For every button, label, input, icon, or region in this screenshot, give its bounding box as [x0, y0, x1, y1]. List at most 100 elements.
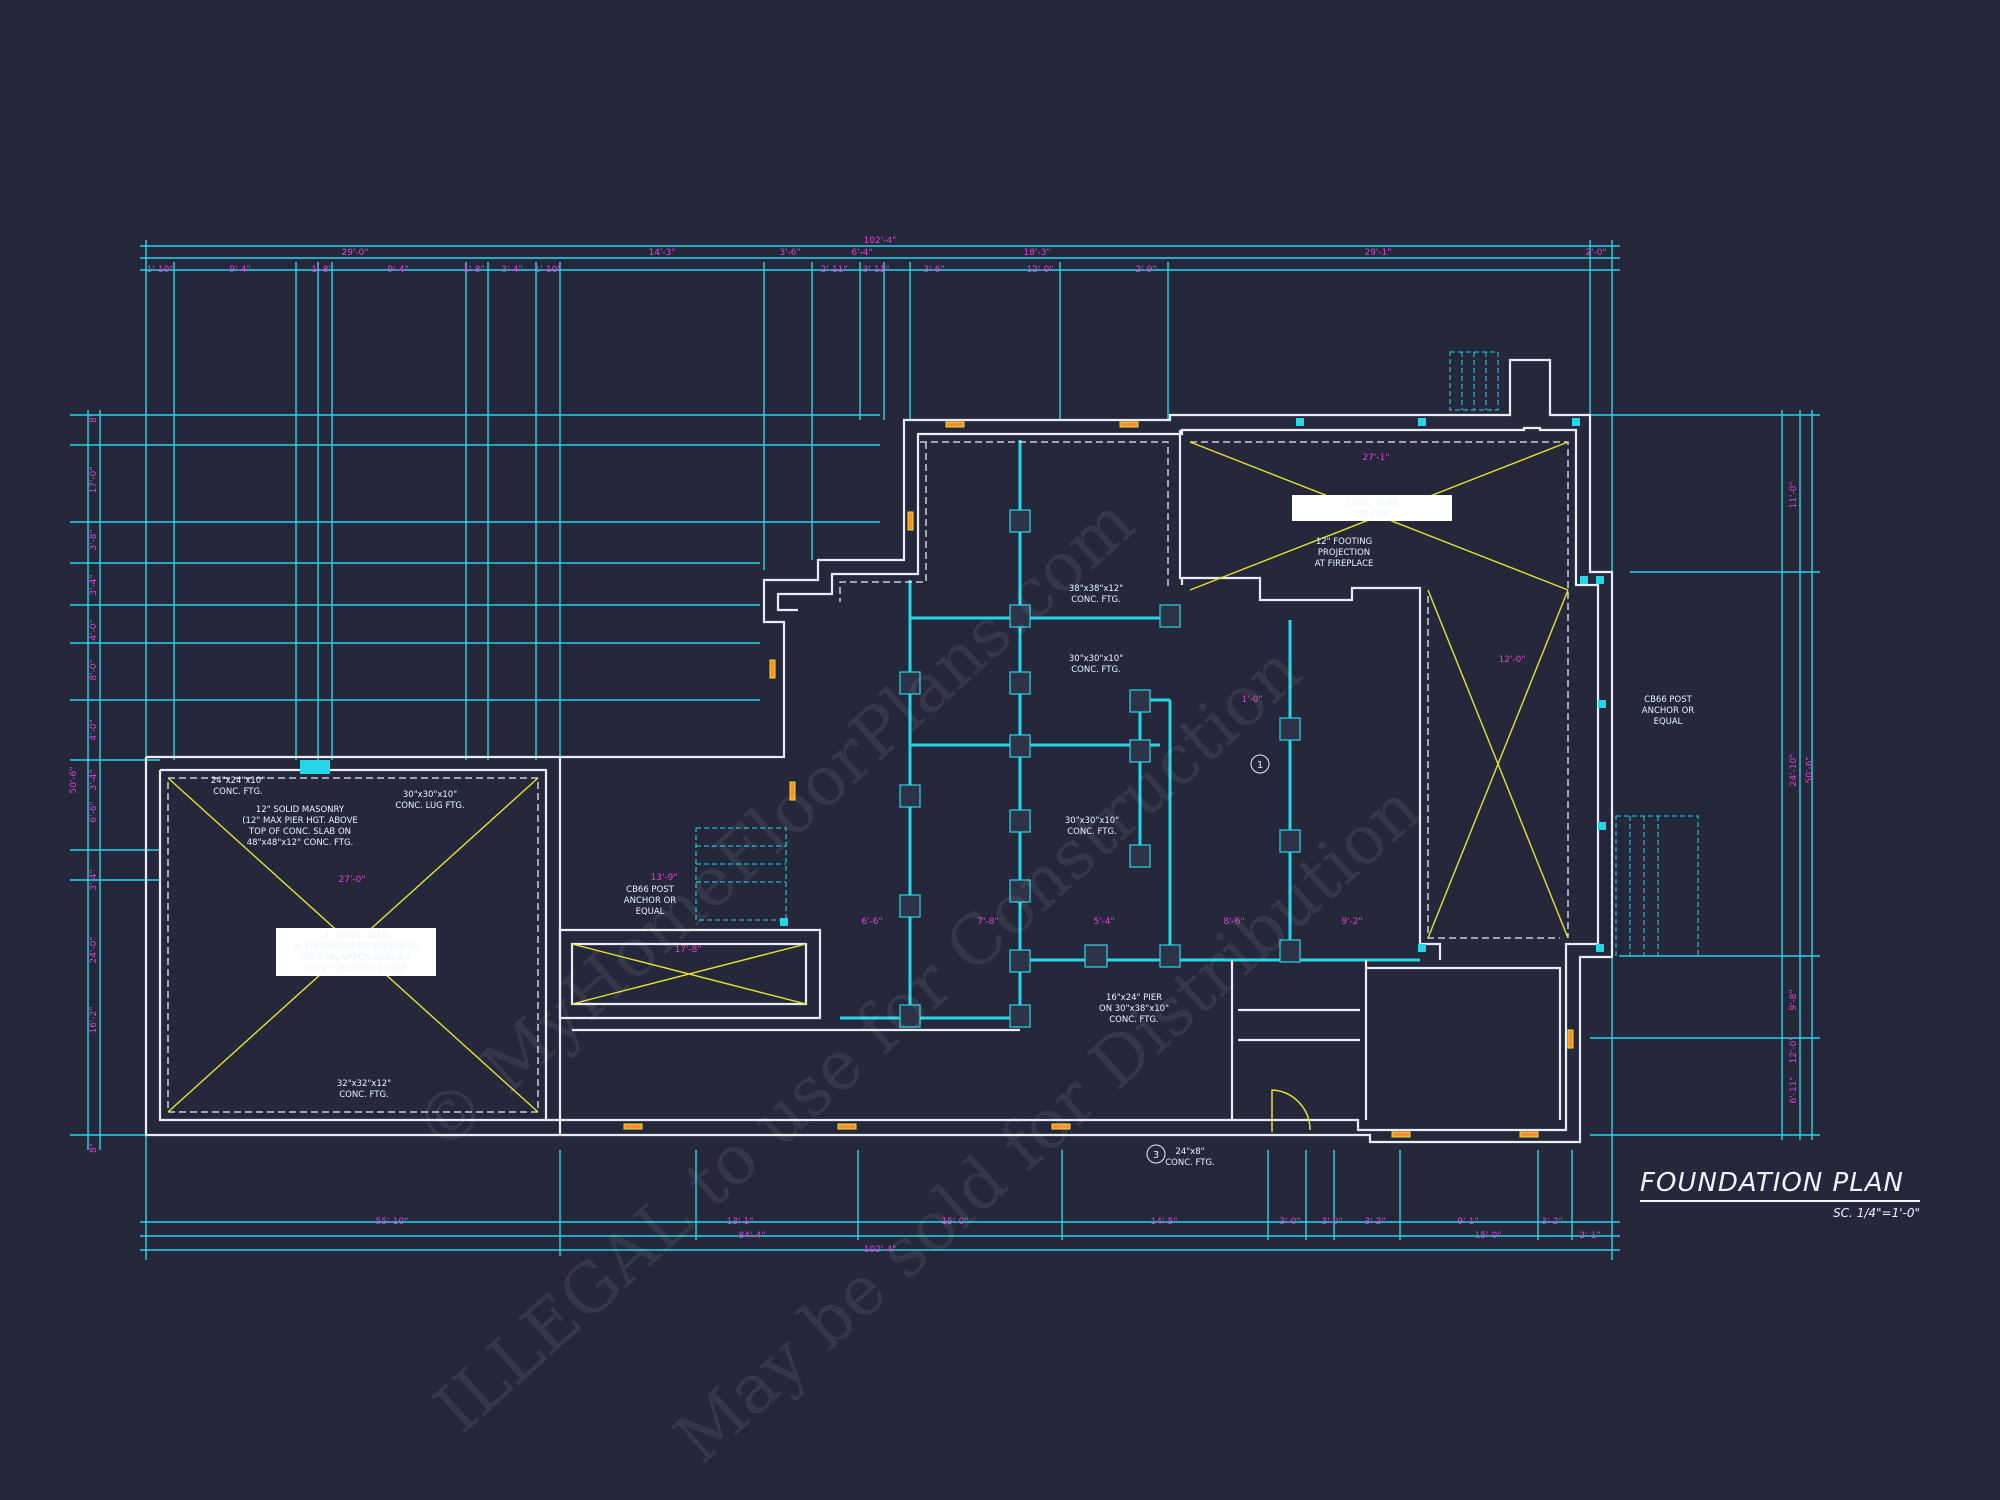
note-pier-16: 16"x24" PIER — [1106, 993, 1162, 1003]
room-dim: 8'-6" — [1223, 917, 1244, 927]
post-anchors — [300, 418, 1606, 952]
dim-bottom-row1: 13'-1" — [726, 1217, 753, 1227]
dimension-lines — [70, 240, 1820, 1260]
note-cb66-left: EQUAL — [636, 907, 665, 917]
dim-top-row2: 14'-3" — [648, 248, 675, 258]
stairs — [695, 351, 1699, 957]
plan-title: FOUNDATION PLAN — [1640, 1168, 1920, 1202]
dim-bottom-row1: 3'-0" — [1279, 1217, 1300, 1227]
note-cb66-right: ANCHOR OR — [1642, 706, 1694, 716]
room-dim: 13'-9" — [650, 873, 677, 883]
dim-right: 11'-0" — [1789, 481, 1799, 508]
note-ftg-30-b: 30"x30"x10" — [1065, 816, 1119, 826]
dimension-text-layer: 102'-4"29'-0"14'-3"3'-6"6'-4"18'-3"29'-1… — [69, 236, 1815, 1255]
dim-right: 24'-10" — [1789, 754, 1799, 787]
room-dim: 5'-4" — [1093, 917, 1114, 927]
dim-left: 6'-6" — [89, 801, 99, 822]
room-dim: 9'-2" — [1341, 917, 1362, 927]
note-ftg-32: 32"x32"x12" — [337, 1079, 391, 1089]
note-footing-projection: PROJECTION — [1318, 548, 1370, 558]
room-dim: 27'-1" — [1362, 453, 1389, 463]
dim-bottom-row1: 15'-0" — [941, 1217, 968, 1227]
dim-left: 50'-6" — [69, 766, 79, 793]
notes-layer: 24"x24"x10" CONC. FTG. 12" SOLID MASONRY(1… — [211, 495, 1694, 1168]
dim-left: 8'-0" — [89, 659, 99, 680]
note-conc-slab-fill: CONC. SLAB — [1346, 498, 1398, 508]
dim-bottom-row2: 2'-1" — [1579, 1231, 1600, 1241]
dim-right: 9'-8" — [1789, 989, 1799, 1010]
dim-bottom-row1: 55'-10" — [376, 1217, 409, 1227]
note-pier-16: ON 30"x38"x10" — [1099, 1004, 1169, 1014]
vents — [623, 421, 1574, 1138]
dim-left: 3'-4" — [89, 574, 99, 595]
note-footing-24: 24"x24"x10" — [211, 776, 265, 786]
dim-top-row3: 3'-6" — [923, 265, 944, 275]
dim-left: 8" — [89, 413, 99, 423]
note-footing-projection: AT FIREPLACE — [1315, 559, 1374, 569]
room-dim: 27'-0" — [338, 875, 365, 885]
note-ftg-24x8: 24"x8" — [1175, 1147, 1204, 1157]
dim-top-row3: 1'-8" — [463, 265, 484, 275]
note-conc-slab-fill-box — [1292, 495, 1452, 521]
dim-top-row3: 1'-8" — [311, 265, 332, 275]
note-ftg-38: 38"x38"x12" — [1069, 584, 1123, 594]
dim-bottom-row1: 3'-2" — [1541, 1217, 1562, 1227]
dim-bottom-row1: 9'-1" — [1457, 1217, 1478, 1227]
dim-top-row2: 3'-6" — [779, 248, 800, 258]
dim-bottom-row1: 14'-5" — [1150, 1217, 1177, 1227]
dim-top-row3: 12'-0" — [1026, 265, 1053, 275]
dim-top-row3: 9'-4" — [229, 265, 250, 275]
room-dim: 12'-0" — [1498, 655, 1525, 665]
dim-left: 4'-0" — [89, 619, 99, 640]
dim-top-row3: 9'-4" — [387, 265, 408, 275]
room-dim: 7'-8" — [977, 917, 998, 927]
dim-top-row3: 3'-4" — [501, 265, 522, 275]
note-solid-masonry: 48"x48"x12" CONC. FTG. — [247, 838, 353, 848]
dim-top-row2: 29'-0" — [341, 248, 368, 258]
dim-left: 8" — [89, 1143, 99, 1153]
dim-bottom-row1: 3'-2" — [1364, 1217, 1385, 1227]
note-lug-ftg: CONC. LUG FTG. — [395, 801, 464, 811]
dim-left: 16'-2" — [89, 1006, 99, 1033]
dim-bottom-row1: 3'-0" — [1321, 1217, 1342, 1227]
note-ftg-30-a: 30"x30"x10" — [1069, 654, 1123, 664]
marker-1 — [1250, 754, 1270, 774]
note-ftg-32: CONC. FTG. — [339, 1090, 389, 1100]
dim-left: 24'-0" — [89, 936, 99, 963]
dim-right: 6'-11" — [1789, 1076, 1799, 1103]
dim-top-overall: 102'-4" — [864, 236, 897, 246]
dim-top-row3: 1'-10" — [146, 265, 173, 275]
note-cb66-right: CB66 POST — [1644, 695, 1692, 705]
note-pier-16: CONC. FTG. — [1109, 1015, 1159, 1025]
note-garage-slab: ON 6 MIL VAPOR BARRIER — [301, 953, 411, 963]
note-cb66-right: EQUAL — [1654, 717, 1683, 727]
dim-top-row3: 2'-9" — [1135, 265, 1156, 275]
pier-footings — [899, 509, 1301, 1028]
note-ftg-30-a: CONC. FTG. — [1071, 665, 1121, 675]
note-garage-slab: ON 4" CRUSHED STONE — [305, 964, 406, 974]
room-dim: 6'-6" — [861, 917, 882, 927]
dim-top-row2: 2'-0" — [1585, 248, 1606, 258]
note-garage-slab: w/ FIBERMESH OR WIREMESH — [293, 942, 419, 952]
note-garage-slab: 4" CONC. SLAB — [324, 931, 388, 941]
dim-top-row2: 18'-3" — [1023, 248, 1050, 258]
note-conc-slab-fill: ON FILL — [1356, 509, 1389, 519]
marker-3 — [1146, 1144, 1166, 1164]
door-swing — [1271, 1089, 1311, 1132]
note-footing-projection: 12" FOOTING — [1316, 537, 1372, 547]
dim-left: 3'-4" — [89, 869, 99, 890]
room-dim: 17'-8" — [674, 945, 701, 955]
dim-top-row3: 3'-11" — [862, 265, 889, 275]
note-solid-masonry: 12" SOLID MASONRY — [256, 805, 345, 815]
dim-left: 17'-0" — [89, 466, 99, 493]
dim-bottom-row2: 15'-0" — [1474, 1231, 1501, 1241]
dim-bottom-overall: 102'-4" — [864, 1245, 897, 1255]
marker-1-label: 1 — [1257, 760, 1263, 771]
marker-3-label: 3 — [1153, 1150, 1159, 1161]
note-solid-masonry: TOP OF CONC. SLAB ON — [248, 827, 351, 837]
note-garage-slab-box — [276, 928, 436, 976]
note-solid-masonry: (12" MAX PIER HGT. ABOVE — [242, 816, 358, 826]
note-ftg-38: CONC. FTG. — [1071, 595, 1121, 605]
note-ftg-24x8: CONC. FTG. — [1165, 1158, 1215, 1168]
